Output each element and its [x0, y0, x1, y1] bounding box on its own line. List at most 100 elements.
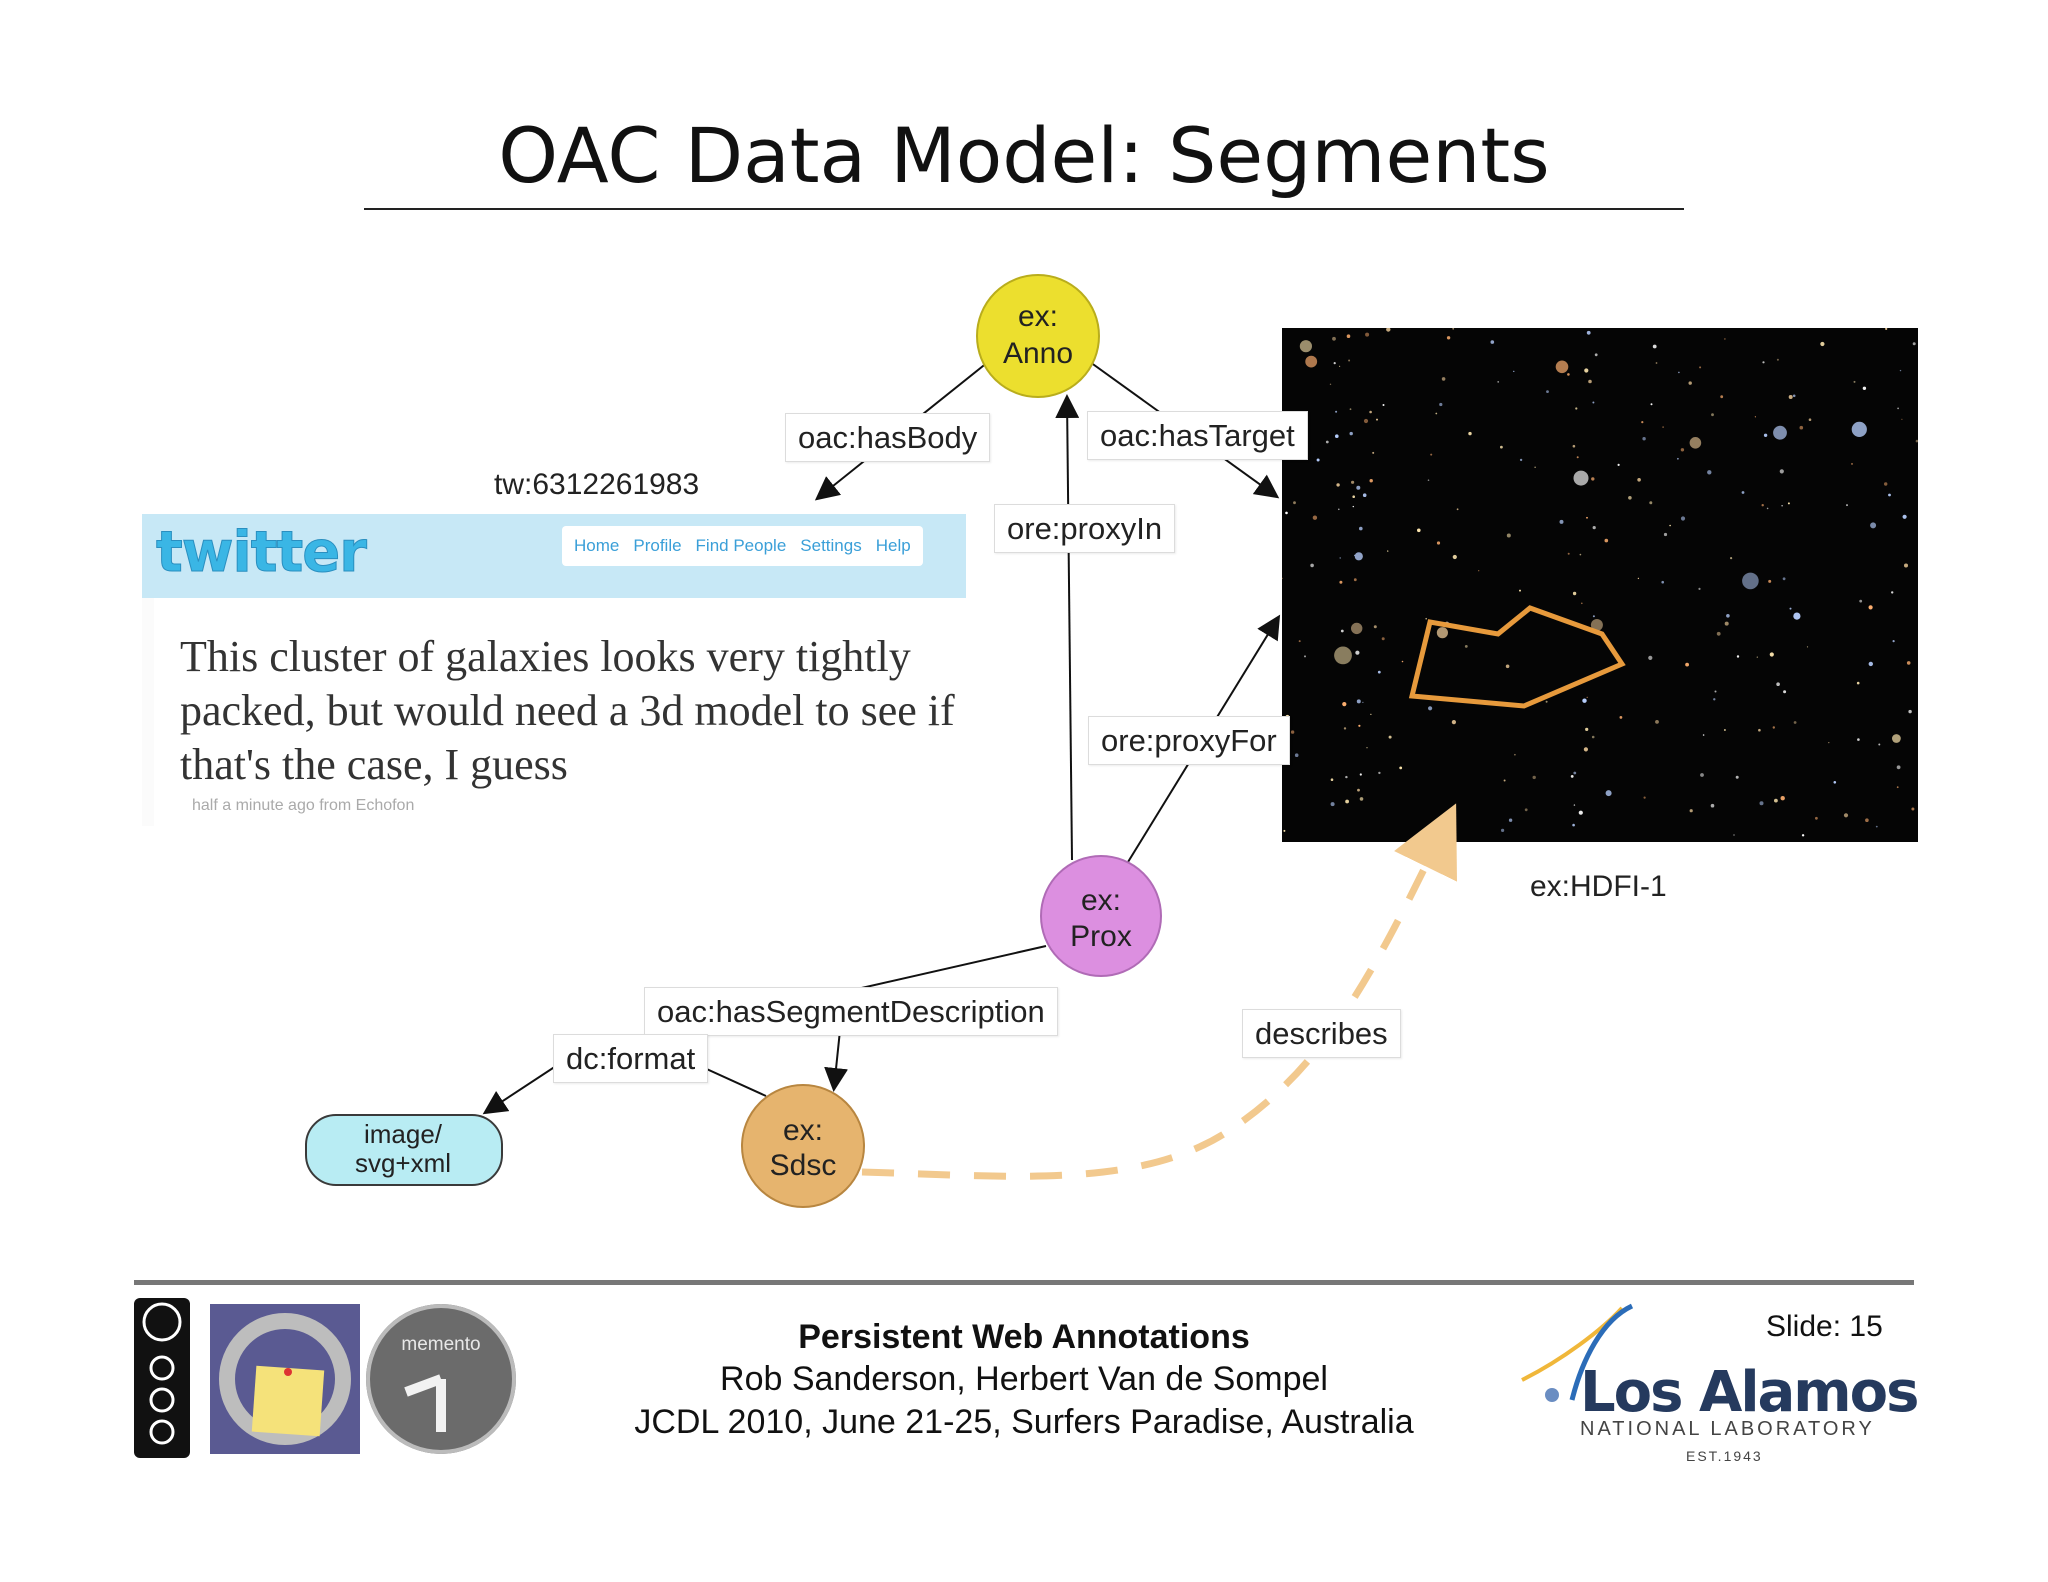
star [1801, 834, 1805, 837]
twitter-screenshot: twitter Home Profile Find People Setting… [142, 514, 966, 826]
star [1756, 656, 1758, 658]
star [1452, 328, 1455, 330]
star [1582, 698, 1587, 703]
star [1572, 591, 1577, 596]
star [1742, 572, 1759, 590]
star [1769, 652, 1774, 657]
star [1762, 361, 1765, 364]
star [1720, 395, 1724, 399]
star [1377, 670, 1381, 674]
star [1505, 664, 1510, 669]
segment-outline [1408, 605, 1626, 709]
galaxy-image [1282, 328, 1918, 842]
star [1724, 338, 1726, 340]
twitter-nav: Home Profile Find People Settings Help [562, 526, 923, 566]
star [1555, 360, 1569, 374]
star [1724, 621, 1729, 626]
star [1546, 390, 1549, 393]
star [1358, 724, 1361, 727]
star [1451, 720, 1456, 725]
lanl-logo-name: Los Alamos [1580, 1360, 1919, 1425]
star [1789, 607, 1792, 610]
star [1781, 505, 1783, 507]
cc-license-icon [134, 1298, 190, 1458]
star [1652, 344, 1657, 349]
star [1896, 765, 1901, 770]
star [1713, 698, 1716, 701]
star [1343, 727, 1347, 730]
star [1655, 362, 1658, 364]
star [1348, 359, 1351, 362]
star [1325, 440, 1329, 444]
star [1904, 563, 1908, 568]
star [1352, 495, 1355, 498]
star [1490, 340, 1495, 344]
node-format: image/ svg+xml [305, 1114, 503, 1186]
star [1669, 524, 1671, 527]
node-anno: ex: Anno [976, 274, 1100, 398]
star [1763, 433, 1768, 437]
star [1316, 458, 1320, 462]
node-format-line1: image/ [364, 1119, 443, 1149]
slide-title: OAC Data Model: Segments [498, 111, 1550, 200]
star [1780, 796, 1785, 801]
lanl-logo-est: EST.1943 [1686, 1448, 1763, 1464]
star [1899, 369, 1902, 372]
star [1342, 702, 1347, 707]
star [1906, 661, 1911, 665]
star [1637, 478, 1641, 482]
star [1723, 729, 1726, 731]
star [1707, 470, 1712, 475]
star [1299, 340, 1312, 353]
star [1572, 823, 1575, 827]
star [1604, 538, 1609, 543]
star [1768, 579, 1772, 583]
star [1619, 716, 1623, 719]
star [1892, 734, 1901, 743]
star [1339, 557, 1341, 559]
star [1896, 786, 1899, 789]
twitter-nav-home: Home [574, 536, 620, 555]
star [1776, 358, 1779, 361]
star [1806, 646, 1809, 648]
lanl-logo-sub: NATIONAL LABORATORY [1580, 1418, 1875, 1440]
star [1655, 720, 1659, 724]
slide-number: Slide: 15 [1766, 1310, 1883, 1343]
star [1354, 552, 1363, 561]
star [1359, 526, 1363, 531]
lanl-orbit-icon [1521, 1303, 1634, 1402]
node-prox-line1: ex: [1081, 884, 1121, 917]
star [1345, 775, 1348, 779]
star [1351, 622, 1363, 635]
star [1333, 362, 1336, 365]
star [1585, 727, 1589, 731]
galaxy-field [1282, 328, 1918, 837]
star [1605, 790, 1612, 797]
star [1352, 505, 1354, 508]
star [1310, 563, 1314, 568]
star [1290, 730, 1295, 734]
star [1761, 504, 1764, 507]
star [1430, 453, 1433, 456]
star [1581, 602, 1583, 605]
star [1452, 554, 1457, 560]
label-image-id: ex:HDFI-1 [1530, 870, 1667, 903]
star [1401, 660, 1404, 663]
star [1285, 511, 1288, 515]
star [1428, 706, 1433, 711]
star [1351, 480, 1355, 484]
star [1567, 373, 1570, 376]
star [1464, 645, 1468, 648]
star [1339, 365, 1341, 367]
star [1304, 655, 1306, 658]
star [1851, 463, 1853, 465]
star [1532, 775, 1536, 780]
memento-label: memento [401, 1334, 481, 1355]
star [1787, 502, 1790, 505]
star [1779, 469, 1784, 474]
star [1702, 734, 1705, 736]
star [1508, 818, 1513, 822]
tweet-text: This cluster of galaxies looks very tigh… [180, 632, 955, 789]
star [1575, 407, 1578, 410]
star [1710, 803, 1715, 808]
